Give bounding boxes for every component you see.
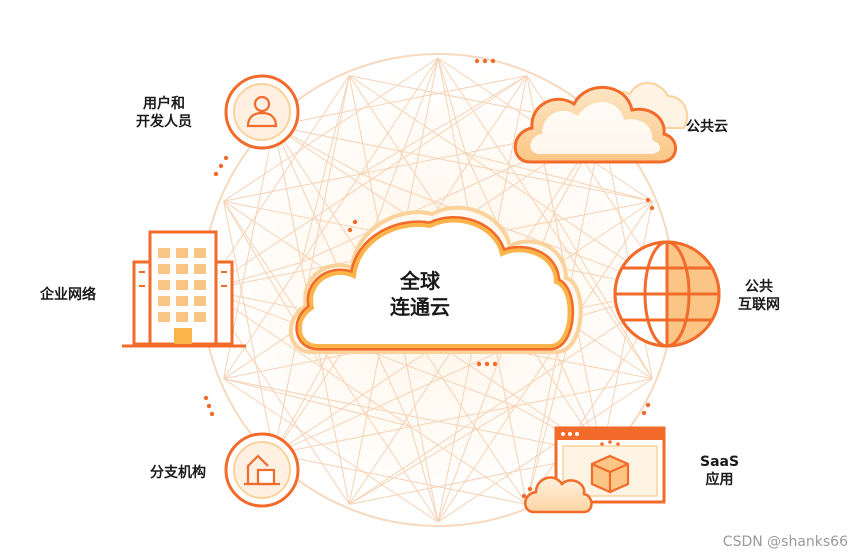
public-cloud-label: 公共云 [686,118,728,136]
users-label-line1: 用户和 [136,95,192,113]
branch-node [226,434,298,506]
branch-label-line1: 分支机构 [150,464,206,482]
center-label-line1: 全球 [360,268,480,294]
public-cloud-label-line1: 公共云 [686,118,728,136]
internet-label-line2: 互联网 [738,296,780,314]
users-label-line2: 开发人员 [136,113,192,131]
saas-label-line2: 应用 [700,471,739,489]
saas-label-line1: SaaS [700,453,739,471]
branch-label: 分支机构 [150,464,206,482]
saas-label: SaaS 应用 [700,453,739,489]
internet-label-line1: 公共 [738,278,780,296]
users-label: 用户和 开发人员 [136,95,192,131]
user-node [226,76,298,148]
enterprise-label-line1: 企业网络 [40,286,96,304]
watermark: CSDN @shanks66 [723,534,848,550]
center-label: 全球 连通云 [360,268,480,320]
globe-icon [615,242,719,346]
internet-node [615,242,719,346]
internet-label: 公共 互联网 [738,278,780,314]
center-label-line2: 连通云 [360,294,480,320]
enterprise-label: 企业网络 [40,286,96,304]
